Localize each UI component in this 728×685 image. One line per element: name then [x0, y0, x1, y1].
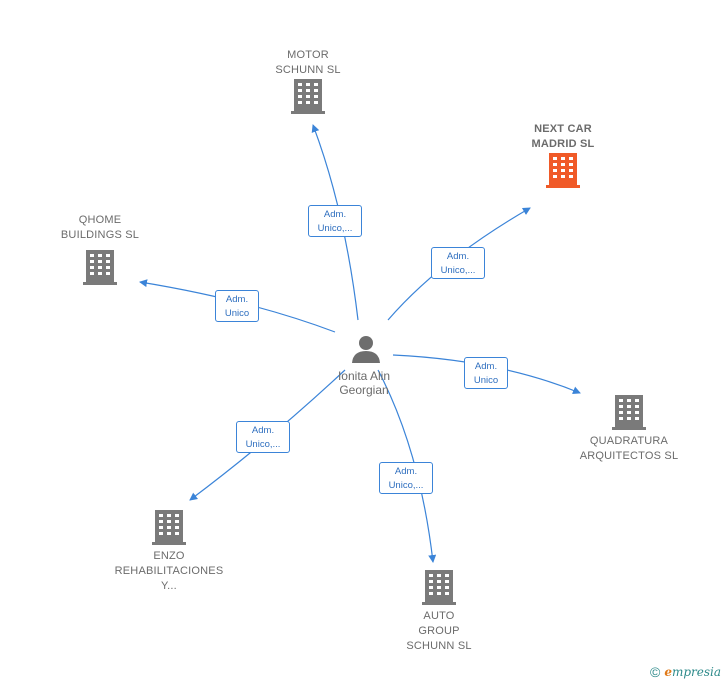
building-icon	[83, 250, 117, 285]
company-node-enzo[interactable]: ENZO REHABILITACIONES Y...	[109, 509, 229, 594]
edge-label-line2: Unico,...	[317, 223, 353, 234]
edge-label-line1: Adm.	[394, 466, 418, 477]
edge-label-line2: Unico	[224, 308, 250, 319]
company-name: NEXT CAR MADRID SL	[531, 123, 595, 150]
edge-label-auto[interactable]: Adm. Unico,...	[379, 462, 433, 494]
edge-label-nextcar[interactable]: Adm. Unico,...	[431, 247, 485, 279]
edge-label-line2: Unico,...	[245, 439, 281, 450]
brand-rest: mpresia	[671, 665, 722, 679]
company-node-quadratura[interactable]: QUADRATURA ARQUITECTOS SL	[569, 394, 689, 464]
edge-label-line1: Adm.	[225, 294, 249, 305]
company-node-qhome[interactable]: QHOME BUILDINGS SL	[50, 213, 150, 285]
edge-label-line1: Adm.	[474, 361, 498, 372]
edge-label-motor[interactable]: Adm. Unico,...	[308, 205, 362, 237]
company-name: ENZO REHABILITACIONES Y...	[114, 550, 224, 592]
copyright-symbol: ©	[650, 664, 661, 680]
building-icon	[152, 510, 186, 545]
building-icon	[291, 79, 325, 114]
edge-label-line2: Unico,...	[388, 480, 424, 491]
company-node-motor[interactable]: MOTOR SCHUNN SL	[258, 48, 358, 114]
person-name[interactable]: Ionita Alin Georgian	[337, 369, 391, 397]
company-name: QHOME BUILDINGS SL	[60, 214, 140, 241]
company-name: QUADRATURA ARQUITECTOS SL	[579, 435, 679, 462]
footer-brand: © empresia	[650, 664, 721, 680]
edge-label-line1: Adm.	[251, 425, 275, 436]
company-name: MOTOR SCHUNN SL	[275, 49, 341, 76]
company-node-auto[interactable]: AUTO GROUP SCHUNN SL	[389, 569, 489, 654]
company-node-nextcar[interactable]: NEXT CAR MADRID SL	[513, 122, 613, 188]
edge-label-line2: Unico,...	[440, 265, 476, 276]
brand-initial: e	[664, 665, 672, 679]
edge-label-enzo[interactable]: Adm. Unico,...	[236, 421, 290, 453]
edge-auto	[377, 369, 437, 563]
building-icon	[546, 153, 580, 188]
building-icon	[422, 570, 456, 605]
company-name: AUTO GROUP SCHUNN SL	[406, 610, 472, 652]
person-icon[interactable]	[351, 335, 381, 363]
building-icon	[612, 395, 646, 430]
edge-label-line1: Adm.	[323, 209, 347, 220]
edge-label-quadratura[interactable]: Adm. Unico	[464, 357, 508, 389]
edge-label-qhome[interactable]: Adm. Unico	[215, 290, 259, 322]
edge-label-line2: Unico	[473, 375, 499, 386]
edge-label-line1: Adm.	[446, 251, 470, 262]
empresia-logo: empresia	[664, 665, 721, 679]
